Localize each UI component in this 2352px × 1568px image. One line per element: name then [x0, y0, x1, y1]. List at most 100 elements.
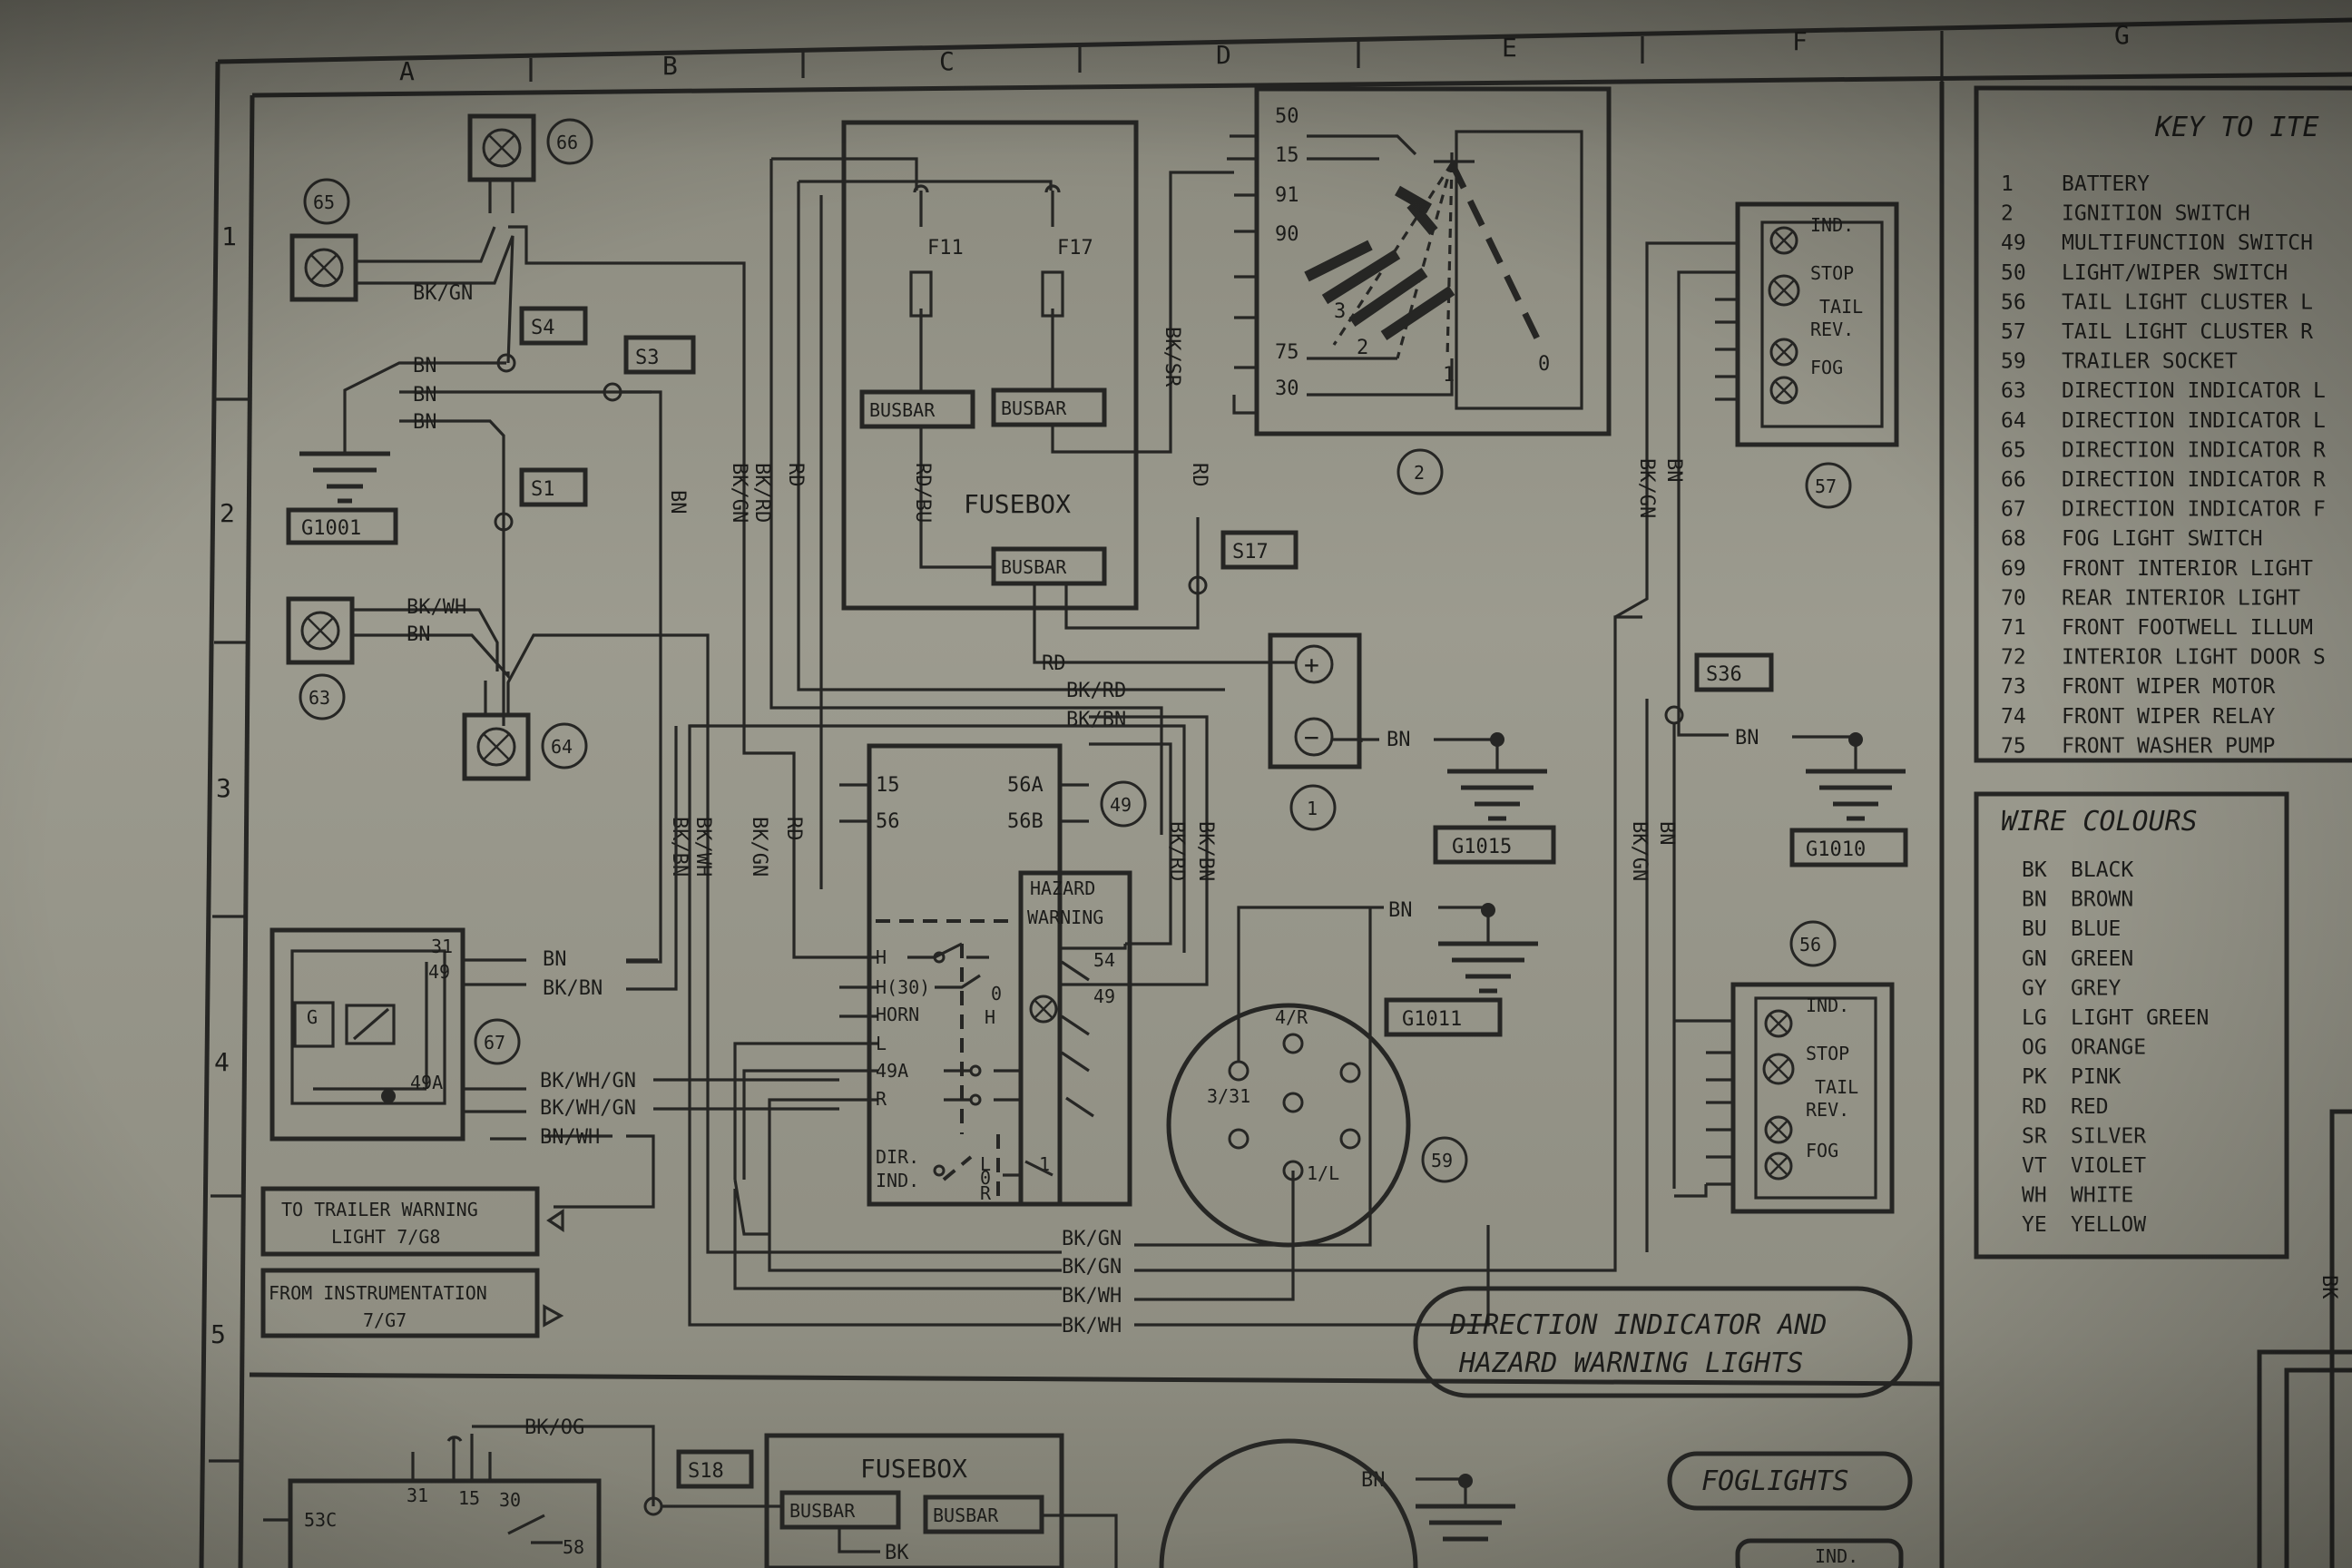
svg-text:0: 0 [1538, 353, 1550, 376]
svg-text:BK/WH: BK/WH [1062, 1285, 1122, 1308]
svg-text:30: 30 [1275, 377, 1299, 400]
svg-text:BUSBAR: BUSBAR [933, 1504, 999, 1526]
light-wiper-switch-2: 50 15 91 90 75 30 3 2 1 0 2 [1227, 86, 1612, 495]
svg-text:H: H [985, 1006, 995, 1028]
svg-text:BUSBAR: BUSBAR [789, 1500, 856, 1522]
colour-name: WHITE [2071, 1184, 2133, 1208]
colour-name: BLACK [2071, 858, 2133, 882]
key-item-number: 57 [2001, 320, 2026, 344]
svg-text:15: 15 [1275, 144, 1299, 167]
svg-text:56: 56 [876, 810, 900, 833]
key-item-number: 69 [2001, 557, 2026, 581]
lower-harness: BK/GN BK/GN BK/WH BK/WH [688, 615, 1642, 1338]
svg-text:2: 2 [220, 498, 235, 528]
svg-text:KEY TO ITE: KEY TO ITE [2154, 112, 2319, 143]
svg-text:5: 5 [211, 1319, 226, 1349]
svg-text:LIGHT 7/G8: LIGHT 7/G8 [331, 1226, 440, 1248]
key-item-text: DIRECTION INDICATOR R [2062, 468, 2326, 492]
svg-text:BN: BN [413, 355, 437, 377]
key-item-text: FRONT WIPER RELAY [2062, 705, 2276, 729]
svg-text:HAZARD: HAZARD [1030, 877, 1095, 899]
svg-text:BUSBAR: BUSBAR [869, 399, 936, 421]
svg-text:59: 59 [1431, 1150, 1453, 1171]
svg-text:BK/WH/GN: BK/WH/GN [540, 1070, 636, 1093]
svg-text:FUSEBOX: FUSEBOX [860, 1454, 967, 1484]
colour-name: YELLOW [2071, 1213, 2146, 1237]
svg-text:63: 63 [309, 687, 330, 709]
key-item-number: 59 [2001, 350, 2026, 374]
svg-text:75: 75 [1275, 341, 1299, 364]
colour-name: ORANGE [2071, 1036, 2146, 1060]
svg-text:S17: S17 [1232, 541, 1269, 564]
colour-code: WH [2022, 1184, 2047, 1208]
svg-text:L: L [980, 1153, 991, 1175]
svg-text:BN: BN [1655, 821, 1678, 846]
key-item-number: 64 [2001, 409, 2026, 433]
svg-text:BN: BN [1388, 899, 1413, 922]
key-item-text: MULTIFUNCTION SWITCH [2062, 231, 2313, 255]
colour-name: PINK [2071, 1065, 2122, 1089]
svg-text:RD: RD [784, 463, 807, 487]
svg-text:FOG: FOG [1806, 1140, 1838, 1161]
page-frame [199, 17, 2352, 1568]
key-item-number: 71 [2001, 616, 2026, 640]
svg-text:G: G [307, 1006, 318, 1028]
svg-text:BK/WH: BK/WH [407, 596, 466, 619]
svg-text:BN: BN [1662, 458, 1685, 483]
key-item-text: BATTERY [2062, 172, 2150, 196]
key-item-number: 72 [2001, 646, 2026, 670]
fusebox: F11 F17 BUSBAR BUSBAR FUSEBOX BUSBAR RD/… [841, 120, 1234, 611]
svg-text:BK/RD: BK/RD [1165, 821, 1188, 881]
relay-67: G 31 49 49A 67 BN BK/BN BK/WH/GN BK/WH/G… [270, 726, 839, 1209]
svg-text:15: 15 [458, 1487, 480, 1509]
svg-text:+: + [1304, 650, 1319, 680]
trailer-socket-59: 4/R 3/31 1/L 59 BN G1011 [1166, 899, 1538, 1248]
svg-text:G1011: G1011 [1402, 1008, 1462, 1031]
key-item-text: DIRECTION INDICATOR L [2062, 409, 2326, 433]
svg-text:D: D [1216, 40, 1231, 70]
svg-text:67: 67 [484, 1032, 505, 1054]
svg-text:56A: 56A [1007, 774, 1044, 797]
key-item-number: 74 [2001, 705, 2026, 729]
svg-text:31: 31 [407, 1485, 428, 1506]
svg-text:IND.: IND. [876, 1170, 919, 1191]
key-item-text: DIRECTION INDICATOR F [2062, 498, 2326, 522]
svg-text:BN: BN [1735, 727, 1759, 750]
svg-text:BK/BN: BK/BN [1194, 821, 1217, 881]
key-item-number: 50 [2001, 261, 2026, 285]
colour-name: SILVER [2071, 1124, 2146, 1148]
svg-text:58: 58 [563, 1536, 584, 1558]
right-edge-partial: BK [2257, 1109, 2352, 1568]
multifunction-right-wires: BK/RD BK/BN [1089, 715, 1217, 986]
svg-text:31: 31 [431, 936, 453, 957]
colour-code: SR [2022, 1124, 2047, 1148]
svg-text:BK/GN: BK/GN [413, 282, 473, 305]
indicator-63: 63 BK/WH BN [286, 596, 510, 720]
svg-text:BN: BN [666, 490, 689, 514]
svg-text:HAZARD WARNING LIGHTS: HAZARD WARNING LIGHTS [1458, 1348, 1803, 1379]
svg-text:S1: S1 [531, 478, 555, 501]
svg-text:RD/BU: RD/BU [911, 463, 934, 523]
svg-text:91: 91 [1275, 184, 1299, 207]
lower-fog-section: 53C 31 15 30 58 BK/OG S18 FUSEBOX BUSBAR… [263, 1416, 1913, 1568]
colour-code: PK [2022, 1065, 2047, 1089]
key-item-number: 56 [2001, 290, 2026, 314]
column-labels: A B C D E F G [399, 20, 2130, 86]
svg-text:50: 50 [1275, 105, 1299, 128]
svg-text:F: F [1792, 26, 1808, 56]
svg-text:56B: 56B [1007, 810, 1044, 833]
svg-text:G: G [2114, 20, 2130, 50]
svg-text:BN: BN [543, 948, 567, 971]
key-item-text: FRONT FOOTWELL ILLUM [2062, 616, 2313, 640]
tail-light-cluster-57: IND. STOP TAIL REV. FOG BK/GN BN 57 [1614, 201, 1899, 708]
svg-text:BK/GN: BK/GN [1628, 821, 1651, 881]
svg-text:S4: S4 [531, 317, 555, 339]
key-item-text: TAIL LIGHT CLUSTER R [2062, 320, 2313, 344]
svg-text:R: R [980, 1182, 992, 1204]
svg-text:90: 90 [1275, 223, 1299, 246]
colour-code: BK [2022, 858, 2047, 882]
key-item-text: INTERIOR LIGHT DOOR S [2062, 646, 2326, 670]
